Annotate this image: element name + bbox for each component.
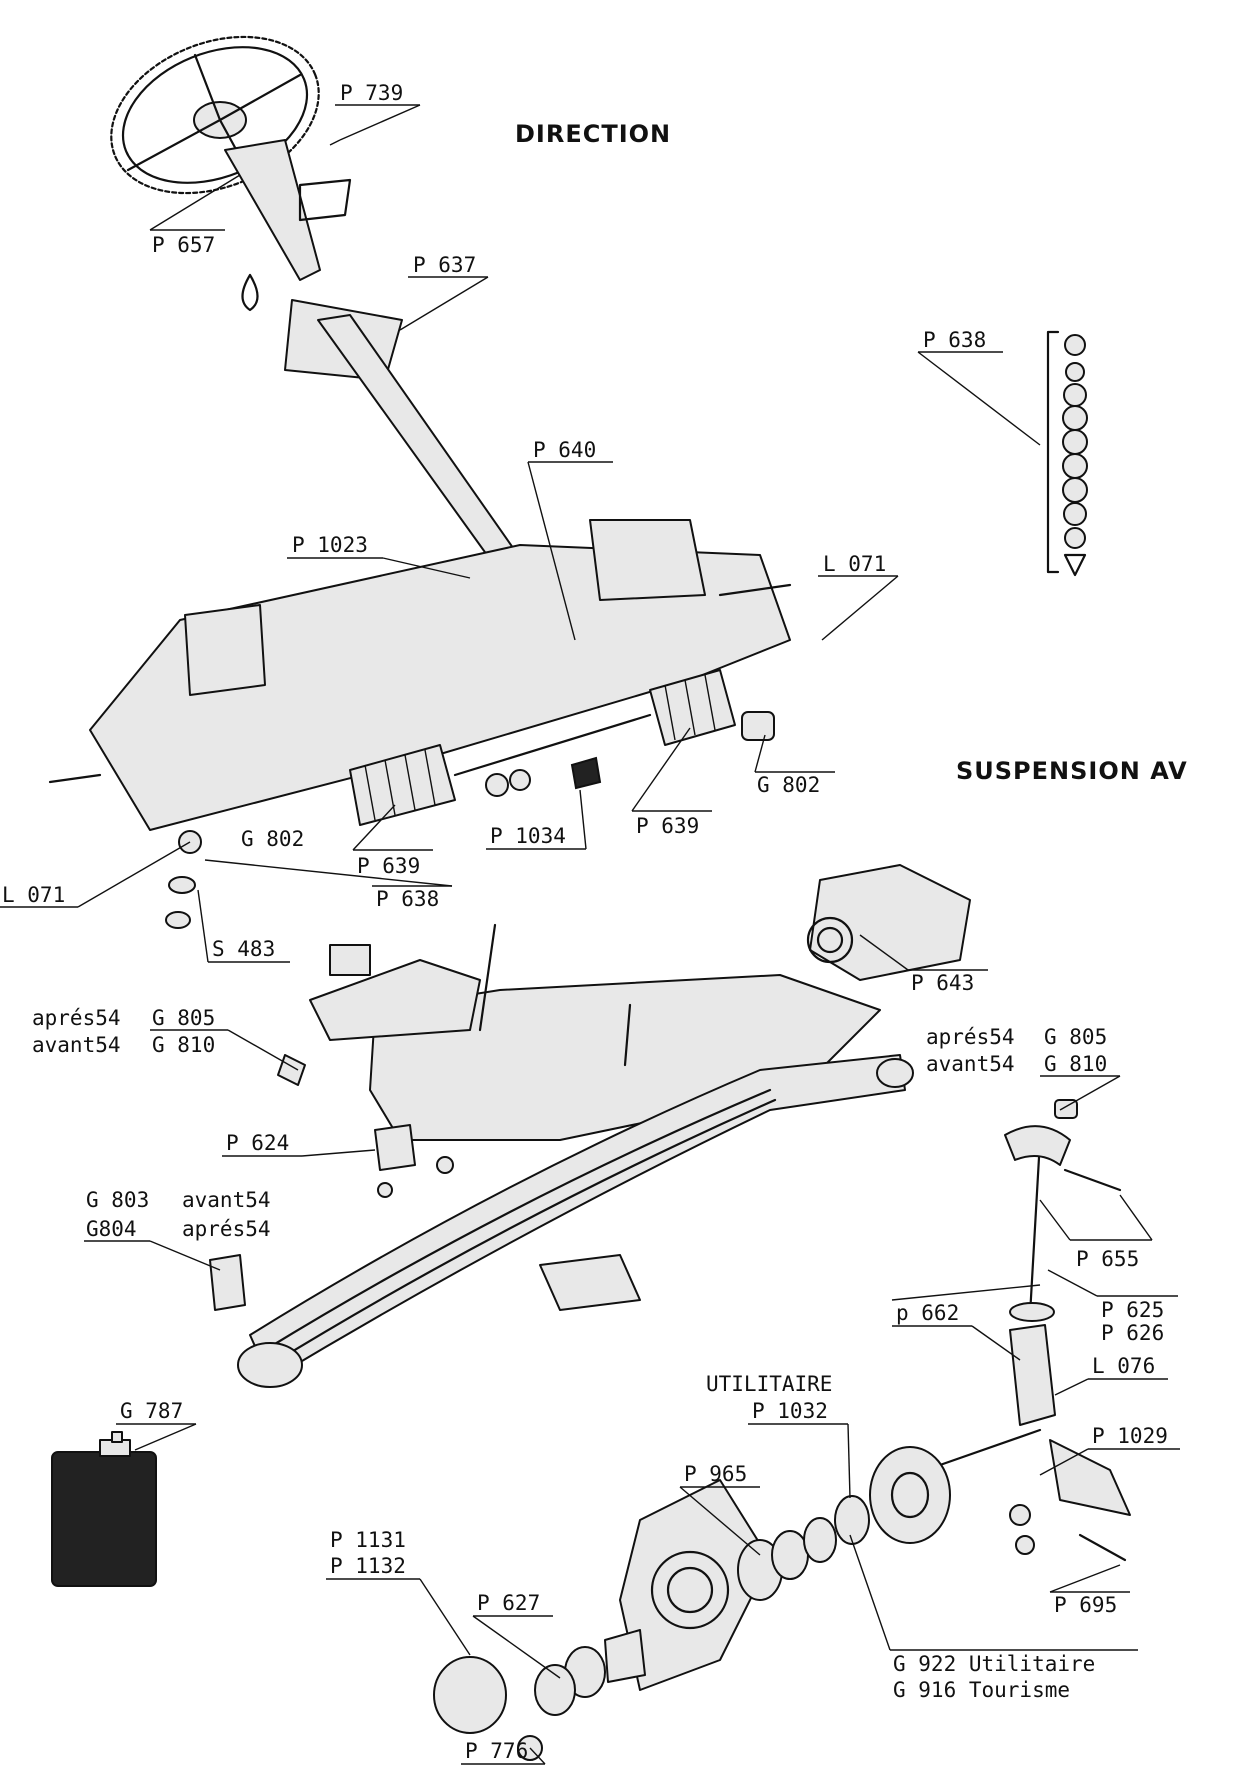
small-bushings-top xyxy=(165,711,775,929)
leader-lines xyxy=(77,104,1153,1765)
label-p639-left: P 639 xyxy=(357,854,420,878)
label-p965: P 965 xyxy=(684,1462,747,1486)
label-avant54-left: avant54 xyxy=(32,1033,121,1057)
label-p638-top: P 638 xyxy=(923,328,986,352)
label-apres54-left: aprés54 xyxy=(32,1006,121,1030)
kingpin-housing-p643 xyxy=(806,864,971,981)
label-g922: G 922 Utilitaire xyxy=(893,1652,1095,1676)
label-p1032: P 1032 xyxy=(752,1399,828,1423)
stub-axle-assembly xyxy=(938,1099,1131,1562)
steering-column xyxy=(224,139,526,581)
label-apres54-right: aprés54 xyxy=(926,1025,1015,1049)
label-s483: S 483 xyxy=(212,937,275,961)
ball-joint-stack-p638 xyxy=(1046,330,1088,577)
label-g805-right: G 805 xyxy=(1044,1025,1107,1049)
label-p657: P 657 xyxy=(152,233,215,257)
label-p1029: P 1029 xyxy=(1092,1424,1168,1448)
label-p624: P 624 xyxy=(226,1131,289,1155)
label-p1132: P 1132 xyxy=(330,1554,406,1578)
label-p640: P 640 xyxy=(533,438,596,462)
label-avant54-right: avant54 xyxy=(926,1052,1015,1076)
label-g810-right: G 810 xyxy=(1044,1052,1107,1076)
label-l071-left: L 071 xyxy=(2,883,65,907)
label-p625: P 625 xyxy=(1101,1298,1164,1322)
title-direction: DIRECTION xyxy=(515,120,671,148)
title-suspension: SUSPENSION AV xyxy=(956,757,1188,785)
front-crossmember-upper xyxy=(48,519,792,831)
label-g810-left: G 810 xyxy=(152,1033,215,1057)
label-utilitaire: UTILITAIRE xyxy=(706,1372,832,1396)
label-g803: G 803 xyxy=(86,1188,149,1212)
leaf-spring xyxy=(237,1054,914,1388)
label-p1034: P 1034 xyxy=(490,824,566,848)
label-l071-right: L 071 xyxy=(823,552,886,576)
label-g804: G804 xyxy=(86,1217,137,1241)
rack-boots xyxy=(349,669,736,826)
label-g916: G 916 Tourisme xyxy=(893,1678,1070,1702)
label-g805-left: G 805 xyxy=(152,1006,215,1030)
lower-crossmember xyxy=(309,923,881,1141)
label-p638-bottom: P 638 xyxy=(376,887,439,911)
label-p643: P 643 xyxy=(911,971,974,995)
label-p626: P 626 xyxy=(1101,1321,1164,1345)
label-avant54-g803: avant54 xyxy=(182,1188,271,1212)
label-p695: P 695 xyxy=(1054,1593,1117,1617)
label-p776: P 776 xyxy=(465,1739,528,1763)
label-p637: P 637 xyxy=(413,253,476,277)
grease-can-g787 xyxy=(51,1431,157,1587)
label-p627: P 627 xyxy=(477,1591,540,1615)
label-p1023: P 1023 xyxy=(292,533,368,557)
label-p655: P 655 xyxy=(1076,1247,1139,1271)
label-g802-left: G 802 xyxy=(241,827,304,851)
label-apres54-g804: aprés54 xyxy=(182,1217,271,1241)
label-p662: p 662 xyxy=(896,1301,959,1325)
label-l076: L 076 xyxy=(1092,1354,1155,1378)
label-p739: P 739 xyxy=(340,81,403,105)
label-g787: G 787 xyxy=(120,1399,183,1423)
label-p1131: P 1131 xyxy=(330,1528,406,1552)
label-g802-right: G 802 xyxy=(757,773,820,797)
label-p639-right: P 639 xyxy=(636,814,699,838)
